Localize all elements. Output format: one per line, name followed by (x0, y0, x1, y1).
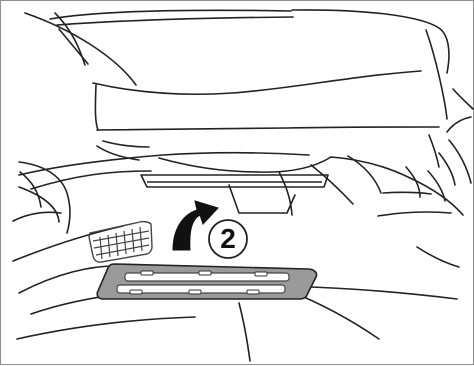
vent-icon (89, 222, 152, 263)
cabin-filter-icon (97, 264, 316, 299)
upper-filter-slot (141, 175, 328, 187)
dashboard-outline (13, 10, 473, 361)
step-number-label: 2 (214, 224, 242, 254)
